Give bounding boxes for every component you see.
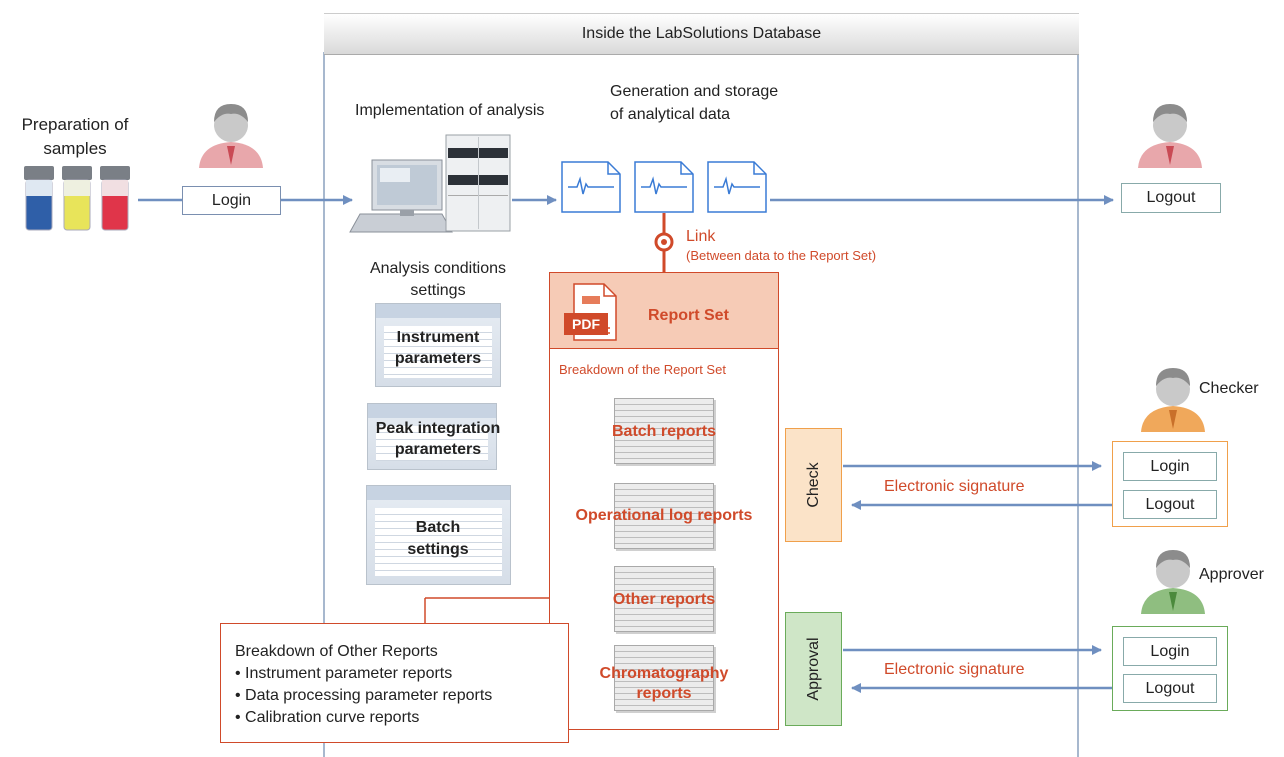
database-header: Inside the LabSolutions Database: [324, 13, 1079, 55]
breakdown-item: • Data processing parameter reports: [235, 687, 493, 704]
approver-login-button[interactable]: Login: [1123, 637, 1217, 666]
checker-label: Checker: [1199, 380, 1259, 397]
breakdown-item: • Instrument parameter reports: [235, 665, 453, 682]
chromatography-report-thumbnail: [614, 645, 714, 711]
implementation-label: Implementation of analysis: [355, 102, 545, 119]
computer-icon: [349, 159, 453, 233]
instrument-parameters-thumbnail: [375, 303, 501, 387]
report-set-header: PDF Report Set: [549, 272, 779, 349]
other-reports-label: Other reports: [612, 591, 716, 608]
other-reports-breakdown-box: Breakdown of Other Reports • Instrument …: [220, 623, 569, 743]
batch-reports-label: Batch reports: [611, 423, 717, 440]
approval-signature-label: Electronic signature: [884, 661, 1025, 678]
operator-person-icon: [199, 104, 263, 168]
report-set-breakdown-label: Breakdown of the Report Set: [559, 362, 726, 377]
approver-panel: Login Logout: [1112, 626, 1228, 711]
checker-person-icon: [1141, 368, 1205, 432]
logout-person-icon: [1138, 104, 1202, 168]
approver-logout-button[interactable]: Logout: [1123, 674, 1217, 703]
checker-panel: Login Logout: [1112, 441, 1228, 527]
other-report-thumbnail: [614, 566, 714, 632]
data-file-icon: [634, 161, 694, 213]
approver-label: Approver: [1199, 566, 1264, 583]
login-button[interactable]: Login: [182, 186, 281, 215]
logout-button[interactable]: Logout: [1121, 183, 1221, 213]
operational-log-reports-label: Operational log reports: [575, 507, 753, 524]
other-reports-breakdown-title: Breakdown of Other Reports: [235, 643, 438, 660]
database-title: Inside the LabSolutions Database: [581, 25, 822, 42]
breakdown-item: • Calibration curve reports: [235, 709, 420, 726]
check-label: Check: [804, 462, 822, 508]
link-label: Link: [686, 228, 716, 245]
approver-person-icon: [1141, 550, 1205, 614]
link-sub-label: (Between data to the Report Set): [686, 248, 877, 263]
batch-report-thumbnail: [614, 398, 714, 464]
approval-label: Approval: [804, 637, 822, 701]
report-set-title: Report Set: [648, 307, 729, 324]
approval-box: Approval: [785, 612, 842, 726]
hplc-instrument-icon: [445, 134, 511, 232]
checker-login-button[interactable]: Login: [1123, 452, 1217, 481]
check-signature-label: Electronic signature: [884, 478, 1025, 495]
check-box: Check: [785, 428, 842, 542]
operational-log-report-thumbnail: [614, 483, 714, 549]
batch-settings-thumbnail: [366, 485, 511, 585]
data-file-icon: [707, 161, 767, 213]
pdf-badge: PDF: [564, 313, 608, 335]
peak-integration-thumbnail: [367, 403, 497, 470]
data-file-icon: [561, 161, 621, 213]
checker-logout-button[interactable]: Logout: [1123, 490, 1217, 519]
